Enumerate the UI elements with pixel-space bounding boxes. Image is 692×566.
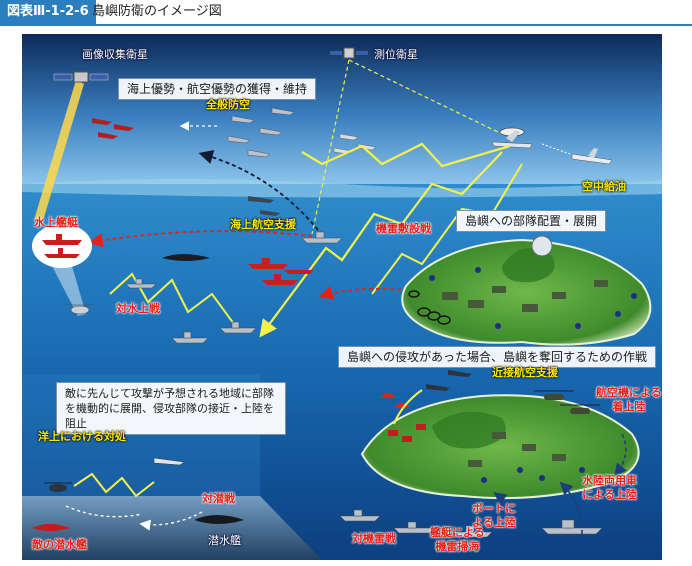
- amphib-landing-line-2: による上陸: [582, 488, 637, 501]
- radar-dome-icon: [531, 235, 553, 257]
- amphib-landing-arrow: [559, 481, 583, 535]
- island-deployment-label: 島嶼への部隊配置・展開: [456, 210, 607, 232]
- surface-ship-callout: [32, 224, 92, 268]
- datalink-zigzag-3: [371, 163, 523, 295]
- patrol-aircraft-icon: [248, 196, 292, 224]
- preemptive-deployment-note: 敵に先んじて攻撃が予想される地域に部隊 を機動的に展開、侵攻部隊の接近・上陸を阻…: [56, 382, 286, 435]
- boat-landing-arrow: [493, 492, 523, 545]
- air-strike-line: [393, 389, 423, 425]
- amphib-landing-label: 水陸両用車 による上陸: [582, 474, 637, 502]
- mine-sweeping-line-1: 艦艇による: [430, 526, 485, 539]
- at-sea-response-label: 洋上における対処: [38, 430, 126, 443]
- enemy-ground-unit-icon: [388, 424, 426, 442]
- mine-countermeasure-label: 対機雷戦: [352, 532, 396, 545]
- boat-landing-line-1: ボートに: [472, 502, 516, 515]
- landing-troops-icon: [481, 467, 585, 483]
- positioning-satellite-icon: [330, 47, 368, 59]
- mine-barrier-icon: [408, 290, 451, 325]
- asw-aircraft-icon: [153, 457, 185, 466]
- maritime-air-support-label: 海上航空支援: [230, 218, 296, 231]
- asw-datalink: [73, 472, 155, 498]
- enemy-fleet-icon: [248, 258, 314, 285]
- friendly-ground-unit-icon: [468, 432, 566, 467]
- datalink-zigzag-1: [301, 142, 511, 168]
- datalink-zigzag-anti-ship: [109, 272, 235, 325]
- mine-sweeping-label: 艦艇による 機雷掃海: [430, 526, 485, 554]
- datalink-zigzag-2: [259, 151, 503, 338]
- enemy-submarine-icon: [32, 524, 70, 531]
- close-support-jet-icon: [426, 370, 472, 391]
- figure-title: 島嶼防衛のイメージ図: [92, 4, 222, 19]
- minelaying-label: 機雷敷設戦: [376, 222, 431, 235]
- preemptive-note-line-2: を機動的に展開、侵攻部隊の接近・上陸を阻止: [65, 402, 274, 430]
- air-landing-label: 航空機による 着上陸: [596, 386, 662, 414]
- boat-landing-line-2: よる上陸: [472, 516, 516, 529]
- helicopter-icon: [66, 304, 94, 315]
- callout-pointer: [52, 266, 86, 316]
- awacs-aircraft-icon: [491, 127, 533, 149]
- surface-ship-label: 水上艦艇: [34, 216, 78, 229]
- air-support-arrow: [198, 150, 319, 231]
- anti-ship-label: 対水上戦: [116, 302, 160, 315]
- air-landing-line-2: 着上陸: [612, 400, 646, 413]
- submarine-label: 潜水艦: [208, 534, 241, 547]
- sky: [22, 34, 662, 184]
- island-main: [401, 238, 652, 346]
- ground-unit-icon: [442, 280, 608, 312]
- positioning-satellite-label: 測位衛星: [374, 48, 418, 61]
- asw-label: 対潜戦: [202, 492, 235, 505]
- enemy-fighter-icon: [92, 118, 134, 139]
- refuel-link: [541, 143, 571, 155]
- gps-link-2: [348, 59, 503, 135]
- figure-number-badge: 図表Ⅲ-1-2-6: [0, 0, 96, 24]
- imaging-satellite-icon: [53, 71, 109, 83]
- air-landing-arrow: [614, 433, 627, 477]
- imaging-satellite-label: 画像収集衛星: [82, 48, 148, 61]
- asw-helicopter-icon: [44, 482, 72, 492]
- amphibious-fleet-icon: [339, 509, 603, 538]
- gps-link-1: [311, 59, 350, 235]
- torpedo-track-2: [139, 511, 203, 531]
- amphib-landing-line-1: 水陸両用車: [582, 474, 637, 487]
- figure-header: 図表Ⅲ-1-2-6 島嶼防衛のイメージ図: [0, 0, 692, 26]
- friendly-submarine-icon: [194, 515, 244, 524]
- satellite-beam: [34, 80, 84, 224]
- all-round-defense-label: 全般防空: [206, 98, 250, 111]
- close-air-support-label: 近接航空支援: [492, 366, 558, 379]
- friendly-destroyer-icon: [125, 231, 343, 344]
- island-lower: [360, 394, 640, 500]
- island-defense-illustration: 画像収集衛星 測位衛星 海上優勢・航空優勢の獲得・維持 全般防空 空中給油 水上…: [22, 34, 662, 560]
- air-superiority-label: 海上優勢・航空優勢の獲得・維持: [118, 78, 317, 100]
- air-landing-line-1: 航空機による: [596, 386, 662, 399]
- preemptive-note-line-1: 敵に先んじて攻撃が予想される地域に部隊: [65, 387, 274, 400]
- boat-landing-label: ボートに よる上陸: [472, 502, 516, 530]
- transport-helicopter-icon: [534, 390, 600, 414]
- enemy-submarine-label: 敵の潜水艦: [32, 538, 87, 551]
- minelaying-arrow: [318, 286, 423, 300]
- scene-graphics: [22, 34, 662, 560]
- infantry-icon: [429, 267, 637, 329]
- underwater-panel: [22, 496, 322, 560]
- torpedo-track: [65, 505, 143, 518]
- island-lower-hill: [432, 411, 506, 449]
- mine-sweeping-line-2: 機雷掃海: [435, 540, 480, 553]
- island-hill: [502, 248, 555, 283]
- recapture-operation-label: 島嶼への侵攻があった場合、島嶼を奪回するための作戦: [338, 346, 657, 368]
- submarine-surface-icon: [162, 254, 210, 261]
- header-rule: [0, 24, 692, 26]
- aerial-refueling-label: 空中給油: [582, 180, 626, 193]
- horizon-haze: [22, 179, 662, 198]
- enemy-warship-icon: [42, 234, 82, 258]
- fighter-formation-icon: [227, 107, 295, 158]
- tanker-aircraft-icon: [571, 148, 613, 165]
